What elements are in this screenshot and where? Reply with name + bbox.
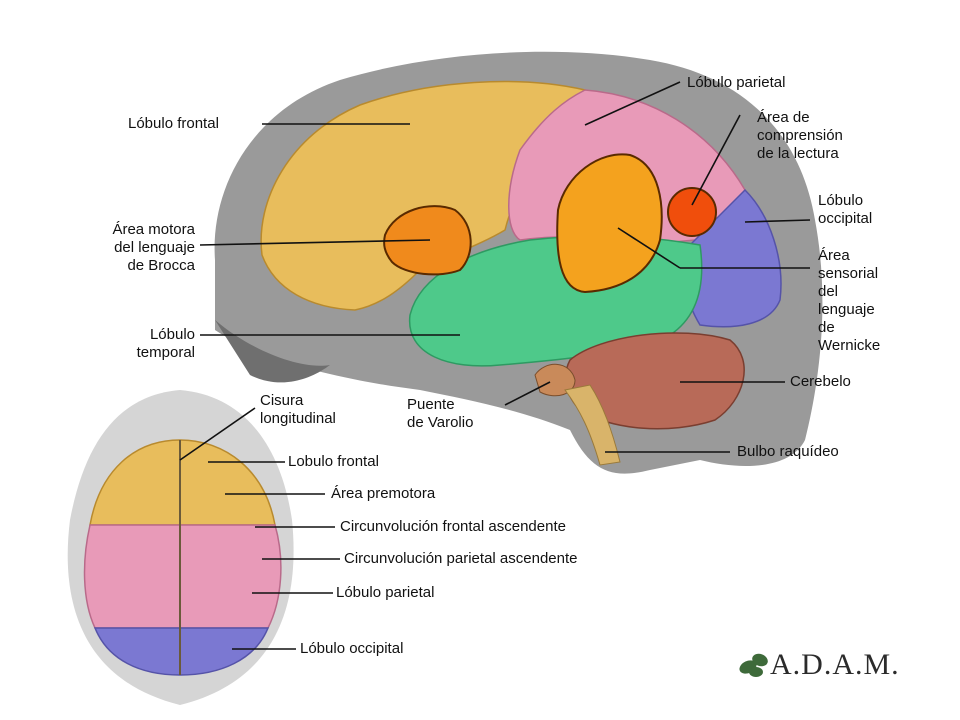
label-top-lobulo-frontal: Lobulo frontal <box>288 453 379 470</box>
label-area-premotora: Área premotora <box>331 485 436 502</box>
leader-puente-varolio <box>504 381 551 406</box>
label-cisura-longitudinal: Cisura longitudinal <box>260 392 336 427</box>
label-lobulo-parietal: Lóbulo parietal <box>687 74 786 91</box>
label-lobulo-temporal: Lóbulo temporal <box>136 326 195 361</box>
brain-stem <box>564 384 621 466</box>
pons <box>534 363 576 397</box>
leader-area-motora <box>199 239 431 246</box>
leader-lines <box>179 81 811 650</box>
leader-lobulo-parietal <box>584 81 681 126</box>
label-top-lobulo-parietal: Lóbulo parietal <box>336 584 435 601</box>
label-bulbo-raquideo: Bulbo raquídeo <box>737 443 839 460</box>
label-area-comprension: Área de comprensión de la lectura <box>757 109 843 162</box>
leader-area-comprension <box>691 114 741 206</box>
top-parietal-lobe <box>83 524 282 629</box>
label-lobulo-frontal: Lóbulo frontal <box>128 115 219 132</box>
label-circ-frontal: Circunvolución frontal ascendente <box>340 518 566 535</box>
wernicke-area <box>556 153 663 294</box>
adam-logo-icon <box>739 653 768 677</box>
label-lobulo-occipital: Lóbulo occipital <box>818 192 873 227</box>
leader-area-sensorial-2 <box>617 227 681 269</box>
label-area-sensorial: Área sensorial del lenguaje de Wernicke <box>818 247 881 354</box>
reading-comprehension-area <box>667 187 717 237</box>
leader-lobulo-occipital <box>744 219 811 223</box>
label-puente-varolio: Puente de Varolio <box>407 396 474 431</box>
label-cerebelo: Cerebelo <box>790 373 851 390</box>
adam-logo: A.D.A.M. <box>770 648 900 681</box>
face-shadow <box>215 320 330 383</box>
label-circ-parietal: Circunvolución parietal ascendente <box>344 550 578 567</box>
leader-cisura <box>179 407 256 461</box>
label-top-lobulo-occipital: Lóbulo occipital <box>300 640 404 657</box>
label-area-motora: Área motora del lenguaje de Brocca <box>112 221 195 274</box>
